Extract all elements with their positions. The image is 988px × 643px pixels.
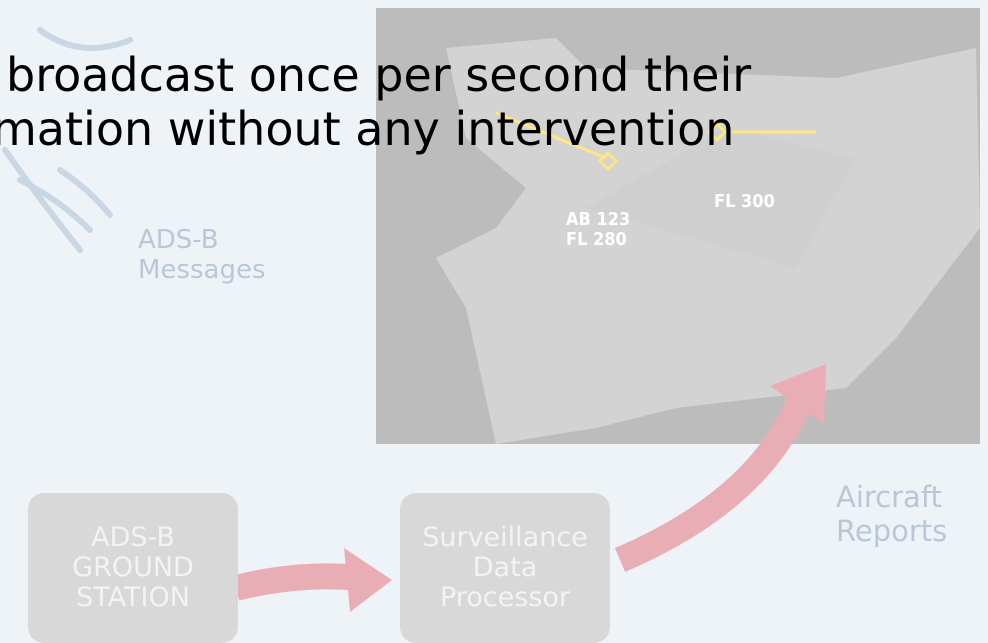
headline-line-2: mation without any intervention [0,102,735,156]
radar-map [436,38,980,444]
flight-label-ab123: AB 123 FL 280 [566,209,631,250]
radar-display: AB 123 FL 280 FL 300 [376,8,980,444]
ads-b-ground-station-box: ADS-B GROUND STATION [28,493,238,643]
track-a-vector [495,111,607,160]
aircraft-reports-label: Aircraft Reports [836,480,948,548]
aircraft-b-marker-icon [706,121,728,143]
radio-waves-icon [2,27,133,253]
ads-b-messages-label: ADS-B Messages [138,225,266,285]
aircraft-a-marker-icon [597,150,619,172]
arrow-ground-to-processor-icon [232,563,362,601]
surveillance-data-processor-box: Surveillance Data Processor [400,493,610,643]
ground-station-label: ADS-B GROUND STATION [72,522,194,613]
headline-line-1: broadcast once per second their [6,48,752,102]
flight-label-fl300: FL 300 [714,191,775,212]
processor-label: Surveillance Data Processor [422,522,588,613]
radar-sweep [586,128,856,268]
